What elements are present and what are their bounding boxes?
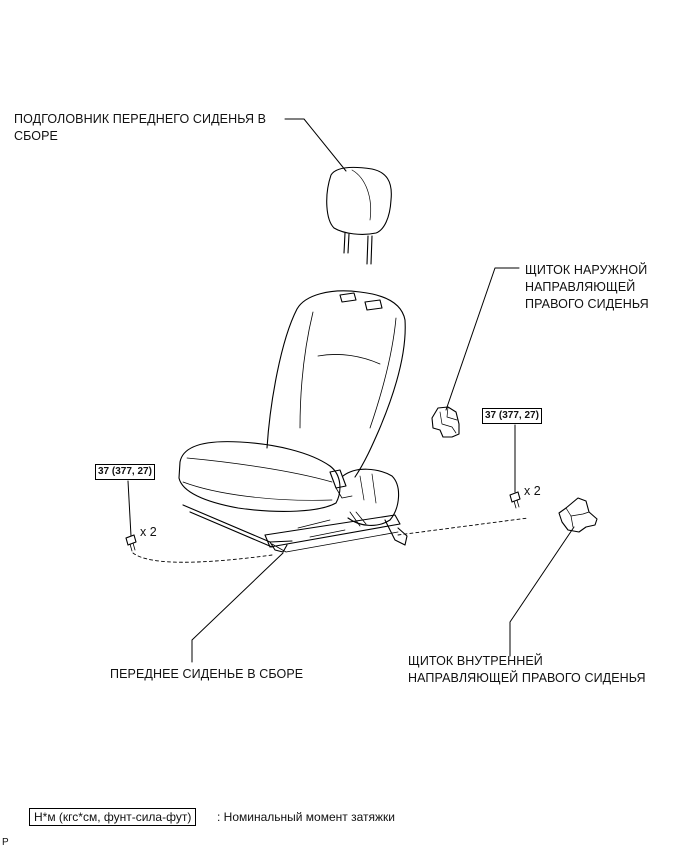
front-seat-label: ПЕРЕДНЕЕ СИДЕНЬЕ В СБОРЕ — [110, 667, 304, 681]
legend-units-box: Н*м (кгс*см, фунт-сила-фут) — [29, 808, 197, 826]
outer-cover-label-line-2: НАПРАВЛЯЮЩЕЙ — [525, 280, 636, 294]
right-bolt-drawing — [509, 491, 521, 509]
front-seat-drawing — [178, 290, 408, 553]
inner-cover-label: ЩИТОК ВНУТРЕННЕЙ НАПРАВЛЯЮЩЕЙ ПРАВОГО СИ… — [408, 653, 646, 687]
inner-cover-label-line-2: НАПРАВЛЯЮЩЕЙ ПРАВОГО СИДЕНЬЯ — [408, 671, 646, 685]
corner-code: P — [2, 837, 9, 848]
quantity-right: x 2 — [524, 484, 541, 498]
outer-cover-label-line-3: ПРАВОГО СИДЕНЬЯ — [525, 297, 649, 311]
outer-cover-leader-line — [445, 267, 520, 411]
front-seat-leader-line — [191, 552, 284, 663]
headrest-label-line-1: ПОДГОЛОВНИК ПЕРЕДНЕГО СИДЕНЬЯ В — [14, 112, 267, 126]
outer-cover-label: ЩИТОК НАРУЖНОЙ НАПРАВЛЯЮЩЕЙ ПРАВОГО СИДЕ… — [525, 262, 649, 313]
outer-cover-label-line-1: ЩИТОК НАРУЖНОЙ — [525, 263, 648, 277]
headrest-label-line-2: СБОРЕ — [14, 129, 58, 143]
torque-spec-left: 37 (377, 27) — [95, 464, 155, 480]
torque-spec-right: 37 (377, 27) — [482, 408, 542, 424]
left-torque-leader-line — [127, 480, 132, 537]
legend-description: : Номинальный момент затяжки — [217, 810, 395, 824]
headrest-leader-line — [284, 118, 347, 172]
inner-cover-drawing — [558, 497, 598, 533]
outer-cover-drawing — [431, 406, 460, 438]
headrest-label: ПОДГОЛОВНИК ПЕРЕДНЕГО СИДЕНЬЯ В СБОРЕ — [14, 111, 266, 145]
installation-guide-line — [132, 517, 529, 563]
inner-cover-leader-line — [509, 526, 575, 657]
headrest-drawing — [326, 166, 392, 265]
left-bolt-drawing — [125, 534, 137, 552]
inner-cover-label-line-1: ЩИТОК ВНУТРЕННЕЙ — [408, 654, 543, 668]
quantity-left: x 2 — [140, 525, 157, 539]
